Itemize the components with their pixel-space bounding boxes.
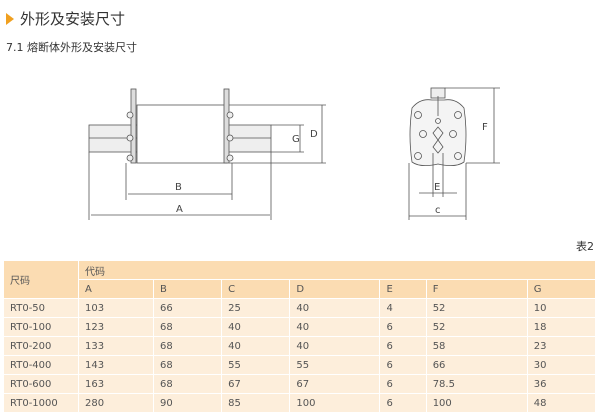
- value-cell: 40: [289, 317, 381, 337]
- section-title: 外形及安装尺寸: [6, 8, 125, 29]
- front-view: E c F: [408, 87, 500, 220]
- value-cell: 40: [221, 317, 291, 337]
- value-cell: 6: [379, 317, 427, 337]
- size-cell: RT0-400: [4, 355, 79, 375]
- column-header-c: C: [221, 279, 291, 299]
- triangle-bullet-icon: [6, 12, 14, 25]
- table-header-row: 尺码 代码: [4, 261, 596, 299]
- value-cell: 52: [426, 317, 528, 337]
- value-cell: 36: [527, 374, 597, 394]
- dim-label-e: E: [434, 182, 440, 193]
- value-cell: 30: [527, 355, 597, 375]
- value-cell: 68: [153, 374, 223, 394]
- value-cell: 40: [221, 336, 291, 356]
- column-header-d: D: [289, 279, 381, 299]
- value-cell: 55: [289, 355, 381, 375]
- value-cell: 66: [426, 355, 528, 375]
- value-cell: 143: [78, 355, 154, 375]
- fuse-dimension-drawing: B A G D E c F: [88, 87, 500, 220]
- value-cell: 78.5: [426, 374, 528, 394]
- size-header: 尺码: [4, 261, 79, 299]
- column-header-e: E: [379, 279, 427, 299]
- size-cell: RT0-100: [4, 317, 79, 337]
- subtitle: 7.1 熔断体外形及安装尺寸: [6, 41, 137, 54]
- dim-label-a: A: [176, 204, 183, 215]
- value-cell: 6: [379, 336, 427, 356]
- value-cell: 25: [221, 298, 291, 318]
- dim-label-g: G: [292, 134, 300, 145]
- size-cell: RT0-600: [4, 374, 79, 394]
- column-header-b: B: [153, 279, 223, 299]
- value-cell: 58: [426, 336, 528, 356]
- value-cell: 23: [527, 336, 597, 356]
- value-cell: 68: [153, 355, 223, 375]
- value-cell: 4: [379, 298, 427, 318]
- value-cell: 163: [78, 374, 154, 394]
- dim-label-b: B: [175, 182, 182, 193]
- side-view: B A G D: [88, 88, 326, 220]
- value-cell: 100: [426, 393, 528, 413]
- value-cell: 68: [153, 317, 223, 337]
- size-cell: RT0-200: [4, 336, 79, 356]
- value-cell: 133: [78, 336, 154, 356]
- size-cell: RT0-50: [4, 298, 79, 318]
- column-header-f: F: [426, 279, 528, 299]
- value-cell: 100: [289, 393, 381, 413]
- code-header: 代码: [78, 261, 596, 280]
- value-cell: 10: [527, 298, 597, 318]
- dim-label-d: D: [310, 129, 318, 140]
- value-cell: 52: [426, 298, 528, 318]
- value-cell: 6: [379, 393, 427, 413]
- column-header-g: G: [527, 279, 597, 299]
- value-cell: 67: [221, 374, 291, 394]
- size-cell: RT0-1000: [4, 393, 79, 413]
- value-cell: 280: [78, 393, 154, 413]
- value-cell: 85: [221, 393, 291, 413]
- value-cell: 68: [153, 336, 223, 356]
- value-cell: 40: [289, 336, 381, 356]
- dim-label-f: F: [482, 122, 488, 133]
- value-cell: 67: [289, 374, 381, 394]
- value-cell: 55: [221, 355, 291, 375]
- dim-label-c: c: [435, 205, 441, 216]
- value-cell: 48: [527, 393, 597, 413]
- column-header-a: A: [78, 279, 154, 299]
- value-cell: 123: [78, 317, 154, 337]
- value-cell: 6: [379, 374, 427, 394]
- value-cell: 6: [379, 355, 427, 375]
- value-cell: 40: [289, 298, 381, 318]
- value-cell: 18: [527, 317, 597, 337]
- value-cell: 103: [78, 298, 154, 318]
- table-caption: 表2: [576, 240, 594, 253]
- value-cell: 66: [153, 298, 223, 318]
- value-cell: 90: [153, 393, 223, 413]
